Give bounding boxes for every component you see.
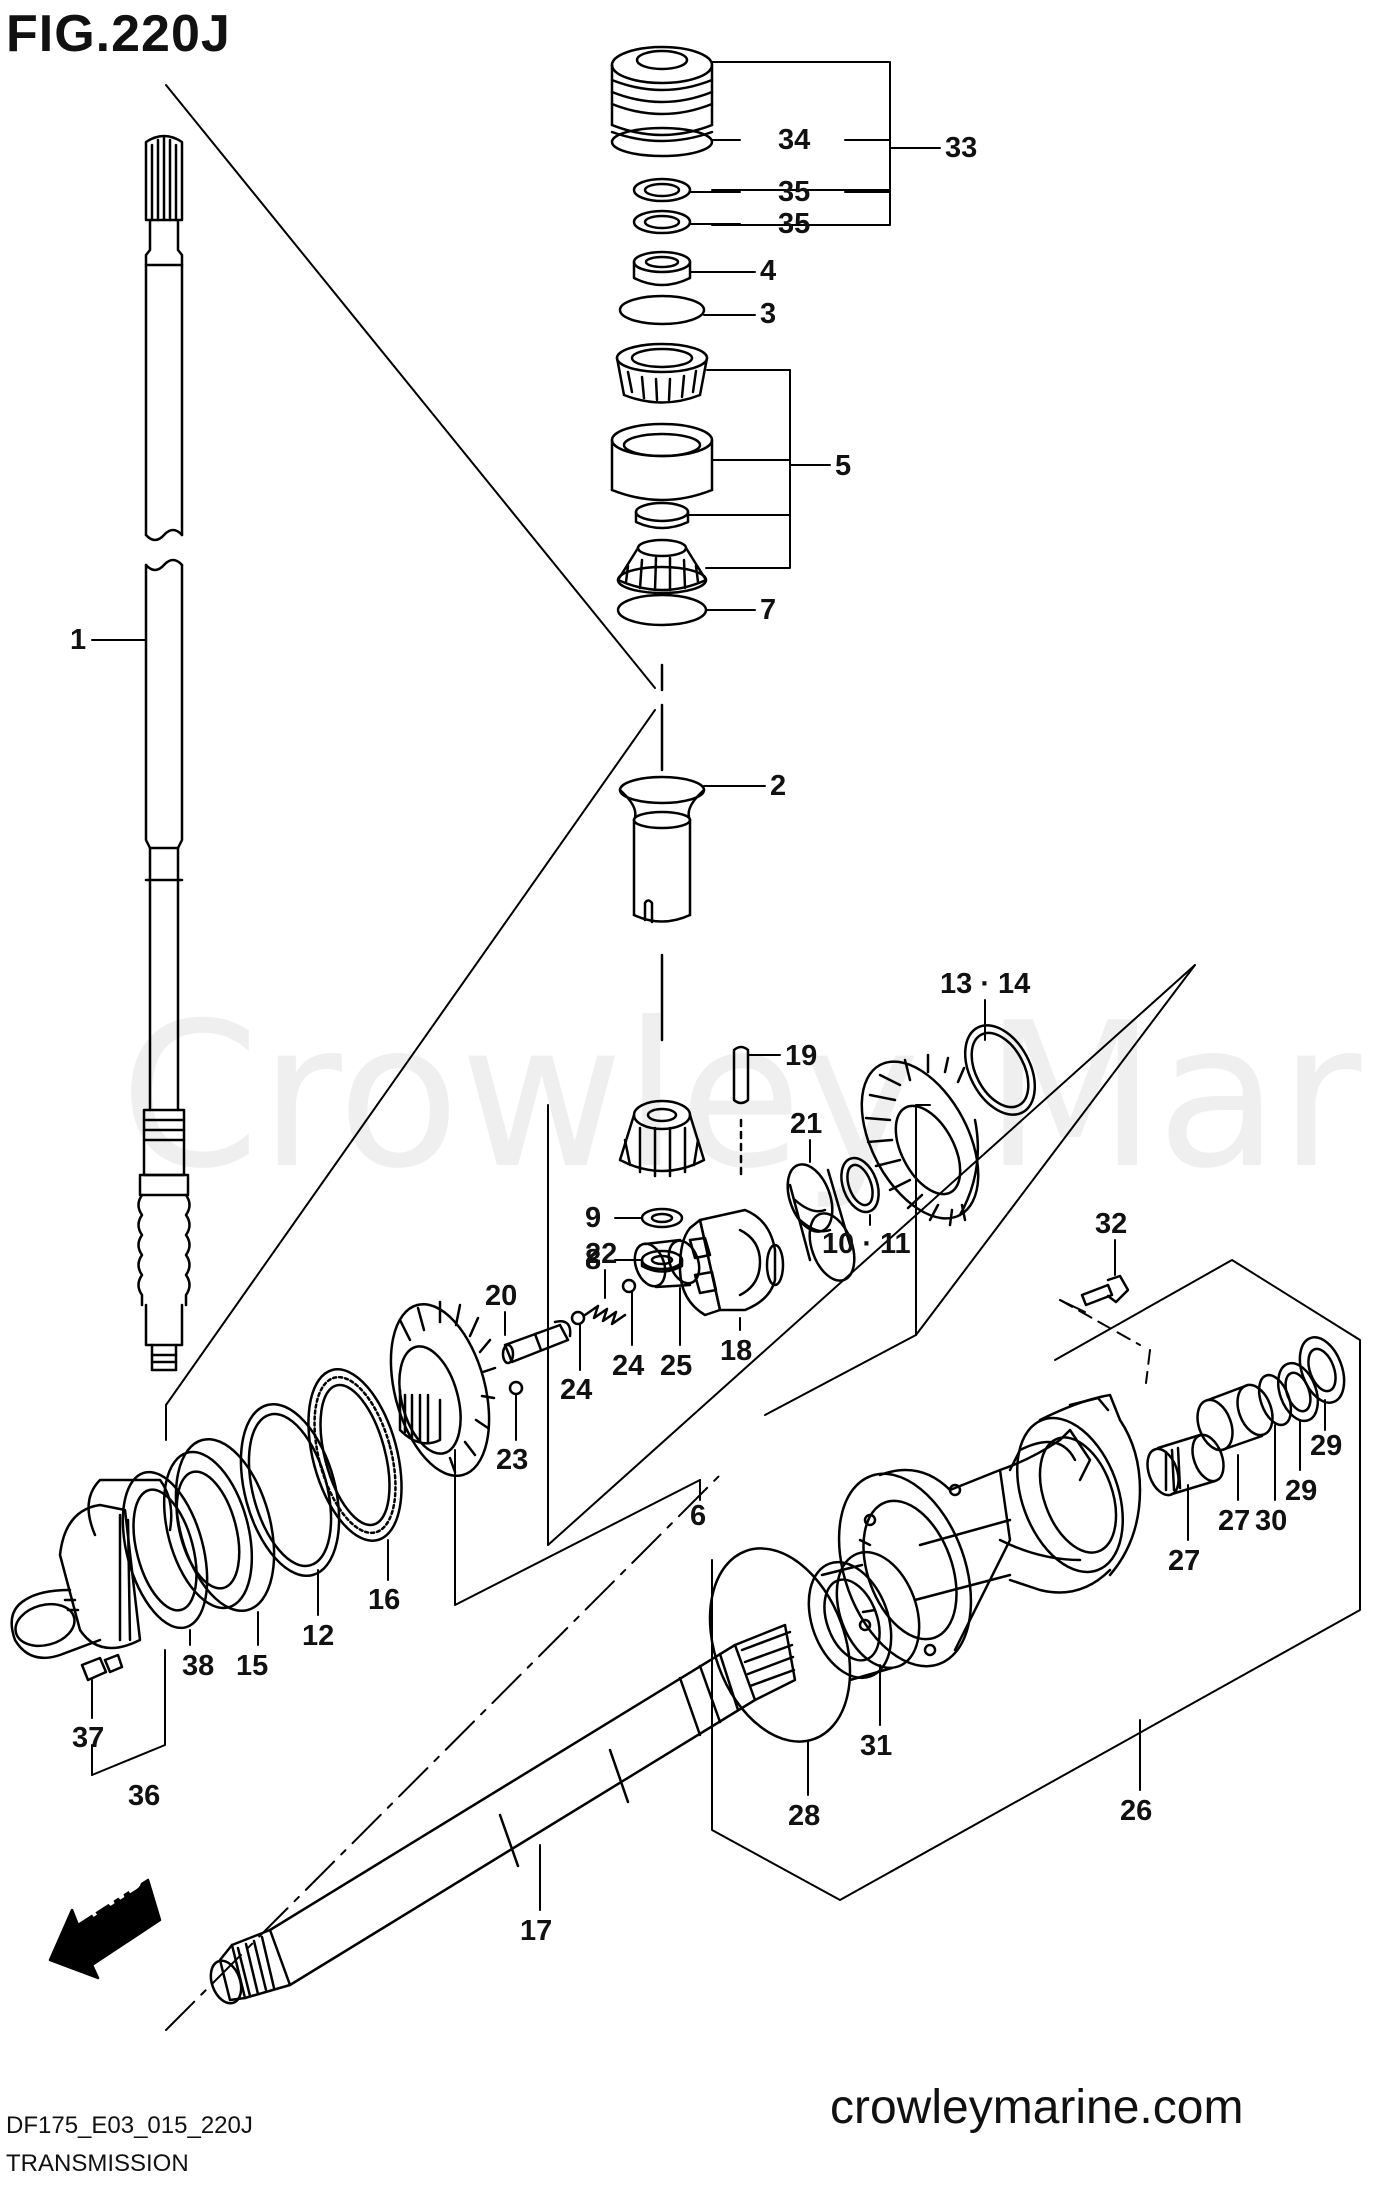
ball-bearing-part: [807, 1550, 921, 1682]
oil-seal-part: [1257, 1336, 1346, 1427]
callout-label: 30: [1255, 1505, 1288, 1537]
thrust-bearing-part: [307, 1368, 403, 1542]
o-ring-part: [610, 126, 714, 158]
callout-label: 7: [760, 594, 777, 626]
callout-label: 9: [585, 1202, 602, 1234]
bearing-part: [162, 1437, 276, 1613]
bearing-race-part: [610, 422, 714, 502]
pinion-gear-part: [618, 1099, 706, 1178]
callout-label: 22: [585, 1238, 618, 1270]
figure-title: FIG.220J: [6, 5, 231, 63]
callout-label: 34: [778, 124, 811, 156]
callout-label: 32: [1095, 1208, 1128, 1240]
sleeve-part: [618, 775, 706, 924]
bearing-housing-part: [610, 45, 714, 143]
callout-label: 13 · 14: [940, 968, 1031, 1000]
callout-label: 1: [70, 624, 87, 656]
seal-part: [632, 177, 692, 235]
callout-label: 5: [835, 450, 852, 482]
reverse-gear-part: [389, 1300, 497, 1478]
callout-label: 3: [760, 298, 777, 330]
shaft-housing-part: [837, 1393, 1142, 1668]
callout-label: 20: [485, 1280, 518, 1312]
tapered-bearing-lower-part: [616, 538, 708, 595]
detent-ball-part: [570, 1278, 637, 1326]
callout-label: 4: [760, 255, 777, 287]
bolt-part: [1080, 1274, 1130, 1307]
bearing-ring-part: [634, 501, 690, 530]
callout-label: 15: [236, 1650, 269, 1682]
callout-label: 18: [720, 1335, 753, 1367]
driveshaft-part: [137, 134, 191, 1372]
website-label: crowleymarine.com: [830, 2081, 1244, 2134]
diagram-code: DF175_E03_015_220J: [6, 2112, 253, 2139]
snap-ring-part: [616, 593, 708, 627]
callout-label: 26: [1120, 1795, 1153, 1827]
callout-label: 24: [560, 1374, 593, 1406]
callout-label: 36: [128, 1780, 161, 1812]
callout-label: 12: [302, 1620, 335, 1652]
callout-label: 2: [770, 770, 787, 802]
bushing-small-part: [633, 1238, 701, 1289]
callout-label: 27: [1168, 1545, 1201, 1577]
callout-label: 38: [182, 1650, 215, 1682]
callout-label: 8: [585, 1244, 602, 1276]
guide-line: [165, 84, 656, 689]
callout-label: 21: [790, 1108, 823, 1140]
locating-pin-part: [80, 1653, 124, 1682]
callout-label: 25: [660, 1350, 693, 1382]
callout-label: 16: [368, 1584, 401, 1616]
needle-bearing-part: [1146, 1383, 1274, 1497]
thrust-washer-part: [239, 1402, 341, 1578]
callout-label: 29: [1285, 1475, 1318, 1507]
callout-label: 35: [778, 208, 811, 240]
callout-label: 28: [788, 1800, 821, 1832]
bevel-gear-part: [860, 1053, 980, 1227]
shim-part: [618, 294, 706, 326]
shim-ring-large-part: [963, 1024, 1037, 1116]
propeller-shaft-part: [209, 1623, 797, 2005]
section-name: TRANSMISSION: [6, 2150, 189, 2177]
pin-part: [732, 1045, 750, 1182]
callout-label: 17: [520, 1915, 553, 1947]
bushing-part: [632, 250, 692, 287]
callout-label: 29: [1310, 1430, 1343, 1462]
callout-label: 27: [1218, 1505, 1251, 1537]
leader-lines: [91, 61, 1361, 2031]
front-housing-part: [10, 1478, 173, 1660]
callout-label: 6: [690, 1500, 707, 1532]
callout-label: 23: [496, 1444, 529, 1476]
tapered-bearing-part: [615, 342, 709, 404]
callout-label: 37: [72, 1722, 105, 1754]
fwd-arrow-icon: [48, 1878, 162, 1980]
ball-part: [508, 1380, 524, 1396]
clutch-dog-part: [678, 1208, 785, 1317]
spring-sleeve-part: [786, 1163, 856, 1282]
callout-label: 33: [945, 132, 978, 164]
callout-label: 24: [612, 1350, 645, 1382]
callout-label: 19: [785, 1040, 818, 1072]
callout-label: 31: [860, 1730, 893, 1762]
guide-line: [165, 709, 656, 1406]
shift-pin-part: [501, 1320, 572, 1365]
shim-ring-part: [840, 1156, 880, 1214]
callout-label: 35: [778, 176, 811, 208]
callout-label: 10 · 11: [822, 1228, 911, 1260]
